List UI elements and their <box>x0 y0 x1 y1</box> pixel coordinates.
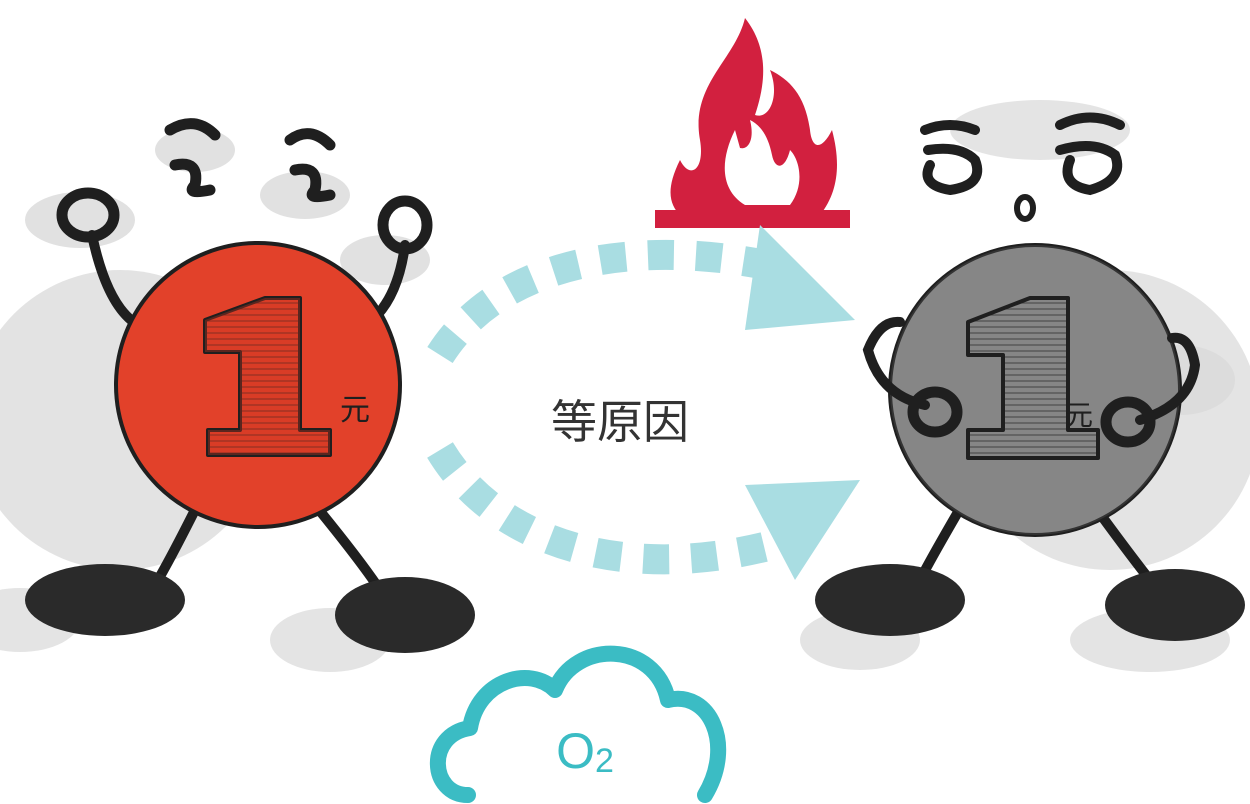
shiny-coin-character: 1 元 <box>0 118 475 672</box>
fire-icon <box>655 18 850 228</box>
tarnished-coin-digit-shape <box>966 296 1100 460</box>
shiny-coin-digit-tint <box>205 298 330 455</box>
shiny-coin-digit-shape <box>203 296 332 457</box>
shiny-coin-unit: 元 <box>340 393 370 428</box>
tarnished-coin-feet <box>815 564 1245 641</box>
oxygen-label: O2 <box>556 723 614 780</box>
tarnished-coin-character: 1 元 <box>800 100 1250 672</box>
shiny-coin-hands <box>56 187 433 255</box>
cause-label: 等原因 <box>551 395 689 449</box>
tarnished-coin-eyes <box>920 112 1125 196</box>
upper-arrowhead <box>745 225 855 330</box>
lower-dashed-arrow <box>427 442 795 575</box>
reaction-arrows <box>427 225 860 580</box>
tarnished-coin-hands <box>907 386 1156 448</box>
lower-arrowhead <box>745 480 860 580</box>
tarnished-coin-arms <box>862 316 1201 425</box>
upper-dashed-arrow <box>427 239 794 364</box>
oxygen-cloud-icon: O2 <box>429 645 727 803</box>
shiny-coin-eyes <box>164 118 336 203</box>
tarnished-coin-mouth <box>1014 194 1036 222</box>
shiny-coin-feet <box>25 564 475 653</box>
tarnished-coin-unit: 元 <box>1065 399 1093 432</box>
